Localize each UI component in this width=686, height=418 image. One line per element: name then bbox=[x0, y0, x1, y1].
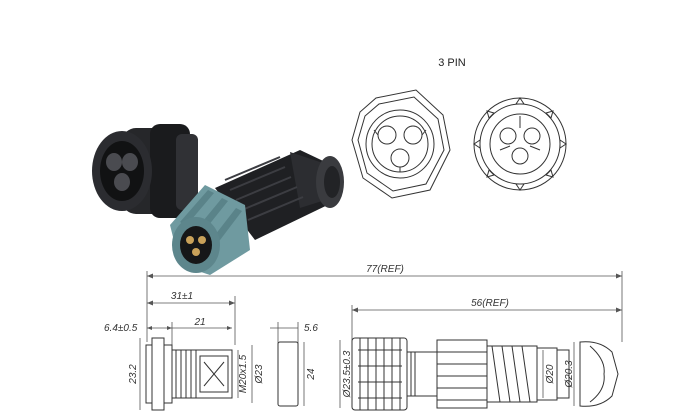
plug-dimension: 56(REF) bbox=[351, 298, 622, 345]
connector-render bbox=[92, 124, 344, 275]
dim-height-left: 23.2 bbox=[128, 364, 139, 385]
dim-plug: 56(REF) bbox=[471, 298, 509, 309]
front-view-receptacle bbox=[351, 89, 451, 199]
front-view-plug bbox=[473, 97, 567, 191]
dim-nut-width: 5.6 bbox=[304, 323, 318, 334]
dim-thread-length: 21 bbox=[193, 317, 205, 328]
pin-label: 3 PIN bbox=[438, 57, 466, 69]
receptacle-dimension: 31±1 bbox=[147, 291, 236, 345]
overall-dimension: 77(REF) bbox=[146, 264, 623, 342]
nut-dimension: 5.6 bbox=[270, 322, 318, 345]
dim-plug-dia: Ø23.5±0.3 bbox=[342, 350, 353, 398]
dim-flange: 6.4±0.5 bbox=[104, 323, 138, 334]
dim-thread-dia: M20x1.5 bbox=[238, 354, 249, 393]
plug-side-view: Ø23.5±0.3 Ø20 Ø20.3 bbox=[339, 337, 619, 411]
flange-dimension: 6.4±0.5 21 bbox=[104, 317, 232, 345]
dim-dia-20: Ø20 bbox=[545, 364, 556, 384]
dim-overall: 77(REF) bbox=[366, 264, 404, 275]
dim-height-24: 24 bbox=[306, 368, 317, 381]
dim-dia-23: Ø23 bbox=[254, 364, 265, 384]
nut-side-view: 24 bbox=[277, 341, 317, 407]
dim-receptacle: 31±1 bbox=[171, 291, 193, 302]
receptacle-side-view: 23.2 M20x1.5 Ø23 bbox=[128, 337, 265, 411]
plug-render bbox=[170, 150, 344, 275]
receptacle-render bbox=[92, 124, 198, 218]
dim-dia-20-3: Ø20.3 bbox=[564, 360, 575, 389]
